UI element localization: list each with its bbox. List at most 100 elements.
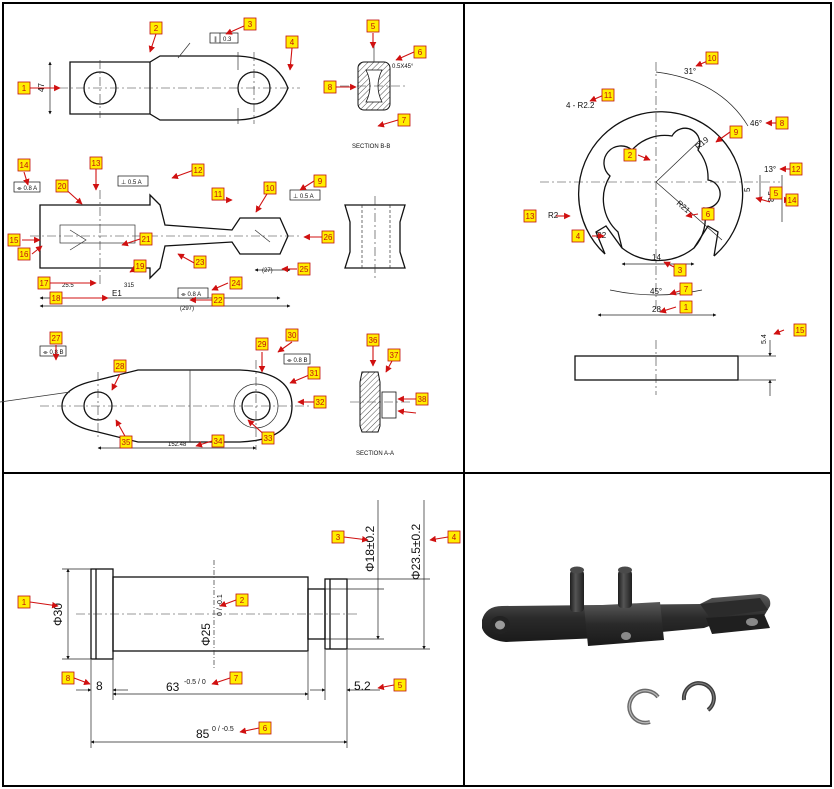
balloon-35: 35 (119, 435, 133, 449)
svg-text:11: 11 (214, 190, 223, 199)
balloon-38: 38 (415, 392, 429, 406)
balloon-4: 4 (447, 530, 461, 544)
balloon-25: 25 (297, 262, 311, 276)
dim-15248: 152.48 (168, 442, 187, 448)
balloon-1: 1 (679, 300, 693, 314)
balloon-13: 13 (89, 156, 103, 170)
svg-text:23: 23 (196, 258, 205, 267)
balloon-16: 16 (17, 247, 31, 261)
chain-photo (482, 566, 771, 725)
section-a-view: SECTION A-A (350, 371, 410, 457)
svg-text:⌯ 0.8 A: ⌯ 0.8 A (181, 292, 201, 298)
dim-dia235: Φ23.5±0.2 (409, 523, 423, 580)
balloon-32: 32 (313, 395, 327, 409)
panel-top-right: 4 - R2.2 31° 46° 13° R19 R21 R2 R2 14 45… (523, 51, 807, 396)
svg-text:1: 1 (22, 598, 27, 607)
balloon-1: 1 (17, 595, 31, 609)
bottom-left-leaders (29, 535, 449, 735)
svg-text:⌯ 0.8 B: ⌯ 0.8 B (287, 358, 307, 364)
clip-right (681, 681, 716, 712)
svg-text:8: 8 (780, 119, 785, 128)
svg-text:0.3: 0.3 (223, 37, 232, 43)
balloon-6: 6 (258, 721, 272, 735)
dim-len8: 8 (96, 679, 103, 693)
dim-315: 315 (124, 283, 135, 289)
svg-text:35: 35 (122, 438, 131, 447)
balloon-4: 4 (571, 229, 585, 243)
dim-len52: 5.2 (354, 679, 371, 693)
dim-28: 28 (652, 305, 661, 314)
svg-text:5: 5 (371, 22, 376, 31)
dim-len85: 85 (196, 727, 210, 741)
dim-e81: E1 (112, 289, 122, 298)
svg-text:9: 9 (734, 128, 739, 137)
link-top-view: 47 ∥ 0.3 (37, 32, 300, 124)
svg-text:14: 14 (20, 161, 29, 170)
svg-text:20: 20 (58, 182, 67, 191)
dim-dia25: Φ25 (199, 623, 213, 646)
balloon-18: 18 (49, 291, 63, 305)
svg-text:4: 4 (290, 38, 295, 47)
svg-text:3: 3 (248, 20, 253, 29)
dim-5: 5 (743, 187, 752, 192)
svg-text:7: 7 (234, 674, 239, 683)
svg-text:17: 17 (40, 279, 49, 288)
balloon-14: 14 (17, 158, 31, 172)
svg-text:4: 4 (452, 533, 457, 542)
svg-text:32: 32 (316, 398, 325, 407)
fcf-side-d: ⌯ 0.8 A (177, 287, 209, 299)
panel-top-left: 47 ∥ 0.3 SECTION B-B 0.5X45° (0, 17, 429, 457)
section-b-view: SECTION B-B 0.5X45° (340, 42, 414, 150)
fcf-bottom-a: ⌯ 0.8 B (39, 345, 67, 357)
svg-text:31: 31 (310, 369, 319, 378)
svg-text:2: 2 (154, 24, 159, 33)
balloon-15: 15 (793, 323, 807, 337)
dim-len63-tol: -0.5 / 0 (184, 679, 206, 686)
svg-text:⊥ 0.5 A: ⊥ 0.5 A (293, 193, 314, 200)
svg-text:26: 26 (324, 233, 333, 242)
balloon-8: 8 (323, 80, 337, 94)
link-bottom-view: 152.48 ⌯ 0.8 B ⌯ 0.8 B (0, 345, 311, 450)
svg-text:18: 18 (52, 294, 61, 303)
svg-text:12: 12 (194, 166, 203, 175)
balloon-34: 34 (211, 434, 225, 448)
balloon-15: 15 (7, 233, 21, 247)
svg-text:∥: ∥ (214, 36, 217, 43)
svg-text:7: 7 (402, 116, 407, 125)
balloon-5: 5 (366, 19, 380, 33)
balloon-3: 3 (243, 17, 257, 31)
dim-45: 45° (650, 287, 662, 296)
ang-46: 46° (750, 119, 762, 128)
link-end-view (344, 196, 406, 278)
pin-left (570, 566, 584, 612)
svg-text:30: 30 (288, 331, 297, 340)
svg-text:10: 10 (266, 184, 275, 193)
balloon-22: 22 (211, 293, 225, 307)
balloon-12: 12 (191, 163, 205, 177)
svg-text:27: 27 (52, 334, 61, 343)
dim-dia30: Φ30 (51, 603, 65, 626)
svg-text:22: 22 (214, 296, 223, 305)
balloon-7: 7 (229, 671, 243, 685)
r2-left: R2 (548, 211, 559, 220)
svg-text:9: 9 (318, 177, 323, 186)
svg-text:3: 3 (678, 266, 683, 275)
svg-text:36: 36 (369, 336, 378, 345)
balloon-26: 26 (321, 230, 335, 244)
fcf-side-a: ⊥ 0.5 A (117, 175, 149, 187)
balloon-10: 10 (705, 51, 719, 65)
svg-text:14: 14 (788, 196, 797, 205)
ang-13: 13° (764, 165, 776, 174)
balloon-1: 1 (17, 81, 31, 95)
svg-text:34: 34 (214, 437, 223, 446)
dim-len63: 63 (166, 680, 180, 694)
svg-text:12: 12 (792, 165, 801, 174)
svg-text:21: 21 (142, 235, 151, 244)
svg-text:28: 28 (116, 362, 125, 371)
balloon-4: 4 (285, 35, 299, 49)
balloon-7: 7 (679, 282, 693, 296)
balloon-2: 2 (623, 148, 637, 162)
section-b-label: SECTION B-B (352, 144, 390, 150)
